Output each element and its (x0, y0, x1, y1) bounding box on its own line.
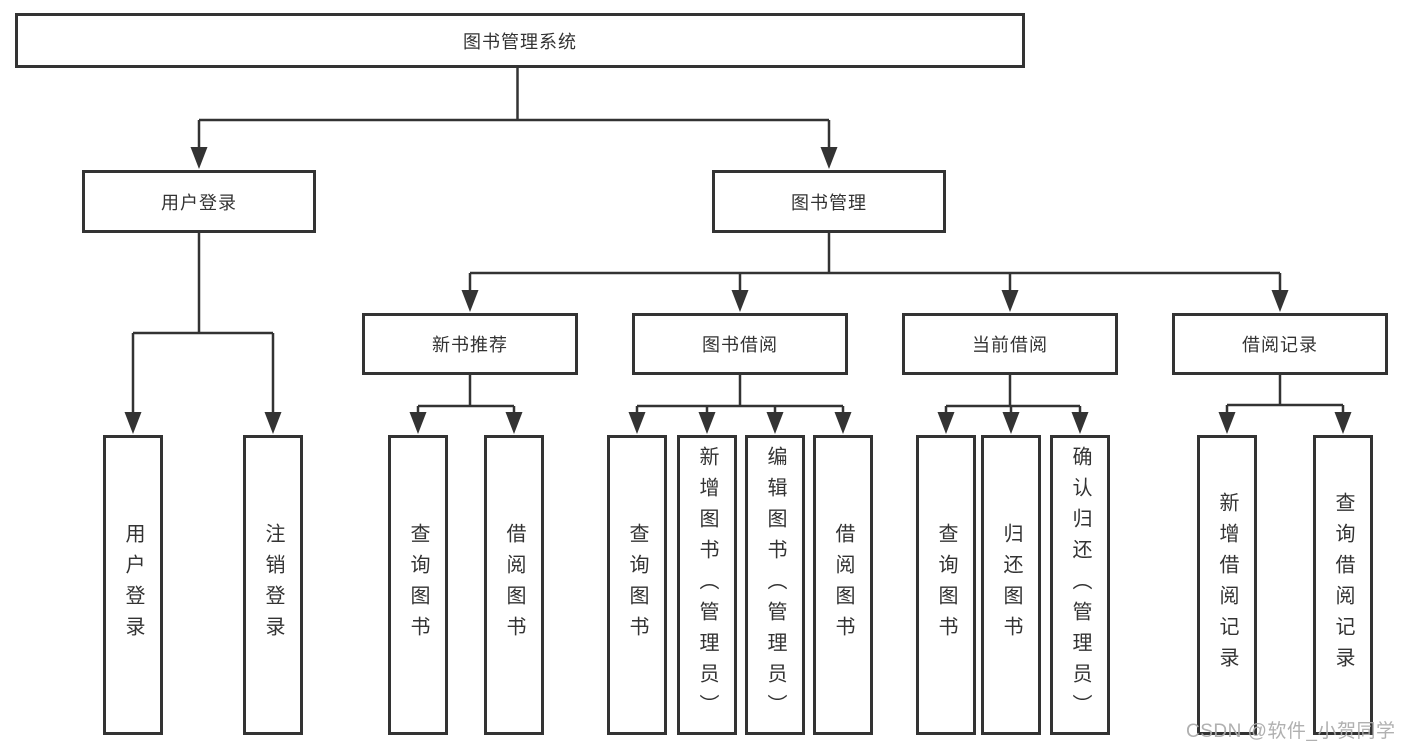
leaf-query-record-label: 查询借阅记录 (1332, 492, 1354, 678)
leaf-query-book-3: 查询图书 (916, 435, 976, 735)
leaf-add-book: 新增图书（管理员） (677, 435, 737, 735)
leaf-edit-book-label: 编辑图书（管理员） (764, 445, 786, 725)
leaf-return-book-label: 归还图书 (1000, 523, 1022, 647)
node-user-login: 用户登录 (82, 170, 316, 233)
node-book-borrow: 图书借阅 (632, 313, 848, 375)
leaf-query-book-3-label: 查询图书 (935, 523, 957, 647)
leaf-return-book: 归还图书 (981, 435, 1041, 735)
node-book-mgmt: 图书管理 (712, 170, 946, 233)
leaf-add-record-label: 新增借阅记录 (1216, 492, 1238, 678)
leaf-query-record: 查询借阅记录 (1313, 435, 1373, 735)
leaf-borrow-book-2: 借阅图书 (813, 435, 873, 735)
leaf-borrow-book-1: 借阅图书 (484, 435, 544, 735)
node-current-borrow-label: 当前借阅 (972, 335, 1048, 355)
node-current-borrow: 当前借阅 (902, 313, 1118, 375)
leaf-query-book-1-label: 查询图书 (407, 523, 429, 647)
arrowheads (124, 147, 1352, 434)
leaf-logout-label: 注销登录 (262, 523, 284, 647)
node-new-book-rec-label: 新书推荐 (432, 335, 508, 355)
leaf-user-login-label: 用户登录 (122, 523, 144, 647)
connectors-current-borrow (944, 375, 1082, 415)
leaf-query-book-2: 查询图书 (607, 435, 667, 735)
node-user-login-label: 用户登录 (161, 192, 237, 213)
connectors-user-login (131, 233, 275, 415)
csdn-watermark: CSDN @软件_小贺同学 (1186, 721, 1396, 742)
node-new-book-rec: 新书推荐 (362, 313, 578, 375)
leaf-edit-book: 编辑图书（管理员） (745, 435, 805, 735)
node-borrow-record-label: 借阅记录 (1242, 335, 1318, 355)
leaf-query-book-2-label: 查询图书 (626, 523, 648, 647)
leaf-query-book-1: 查询图书 (388, 435, 448, 735)
node-book-mgmt-label: 图书管理 (791, 192, 867, 213)
leaf-confirm-return: 确认归还（管理员） (1050, 435, 1110, 735)
leaf-add-book-label: 新增图书（管理员） (696, 445, 718, 725)
node-root: 图书管理系统 (15, 13, 1025, 68)
leaf-borrow-book-2-label: 借阅图书 (832, 523, 854, 647)
leaf-user-login: 用户登录 (103, 435, 163, 735)
node-book-borrow-label: 图书借阅 (702, 335, 778, 355)
leaf-add-record: 新增借阅记录 (1197, 435, 1257, 735)
node-root-label: 图书管理系统 (463, 31, 577, 52)
leaf-logout: 注销登录 (243, 435, 303, 735)
connectors-borrow-record (1225, 375, 1345, 415)
connectors-book-mgmt (468, 233, 1282, 293)
leaf-borrow-book-1-label: 借阅图书 (503, 523, 525, 647)
connectors-root (197, 68, 831, 150)
connectors-book-borrow (635, 375, 845, 415)
leaf-confirm-return-label: 确认归还（管理员） (1069, 445, 1091, 725)
connectors-new-book-rec (416, 375, 516, 415)
node-borrow-record: 借阅记录 (1172, 313, 1388, 375)
